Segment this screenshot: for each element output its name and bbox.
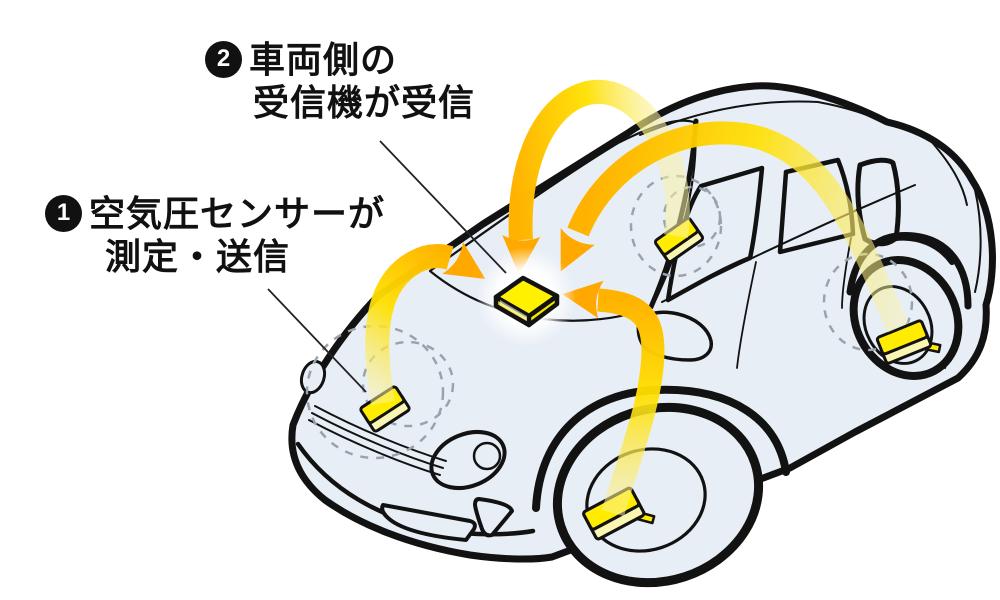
fog-light (473, 497, 514, 538)
step-2-label-line1: 車両側の (249, 39, 398, 80)
step-1-label-line2: 測定・送信 (105, 236, 291, 278)
signal-arrow-front-right (596, 288, 665, 517)
headlight-right-bulb (472, 441, 502, 471)
xray-rear-far-wheel-inner (662, 185, 722, 249)
step-1-badge: 1 (45, 195, 82, 232)
grille-slat-3 (308, 419, 441, 476)
sensor-rear-right-icon (875, 319, 942, 365)
arrowhead-front-right (562, 280, 604, 319)
arrowhead-front-left (442, 241, 486, 280)
step-2-label-line2: 受信機が受信 (253, 82, 476, 124)
step-2-badge: 2 (205, 41, 242, 78)
step-1-label-line1: 空気圧センサーが (89, 193, 386, 234)
signal-arrow-rear-left (508, 80, 690, 241)
grille-opening (380, 503, 477, 542)
rear-hatch-line (929, 139, 968, 206)
leader-line-step2 (379, 140, 507, 274)
xray-rear-near-wheel (822, 252, 914, 352)
receiver-icon (476, 247, 576, 347)
arrowhead-rear-right (560, 228, 595, 272)
xray-rear-far-wheel (629, 174, 723, 278)
rear-edge-line (974, 189, 982, 293)
signal-arrow-front-left (365, 244, 454, 406)
signal-arrow-rear-right (567, 121, 909, 333)
xray-front-far-wheel-inner (361, 340, 455, 428)
grille-slat-2 (311, 412, 444, 469)
leader-line-step1 (267, 288, 367, 393)
xray-front-far-wheel (305, 324, 445, 460)
roof-drip-line (639, 100, 889, 136)
annotation-step-2: 2 車両側の 受信機が受信 (205, 38, 475, 124)
annotation-step-1: 1 空気圧センサーが 測定・送信 (45, 192, 385, 278)
beltline (661, 184, 916, 303)
headlight-right (429, 430, 507, 490)
front-door-seam (736, 261, 757, 369)
grille-slat-1 (314, 405, 447, 462)
